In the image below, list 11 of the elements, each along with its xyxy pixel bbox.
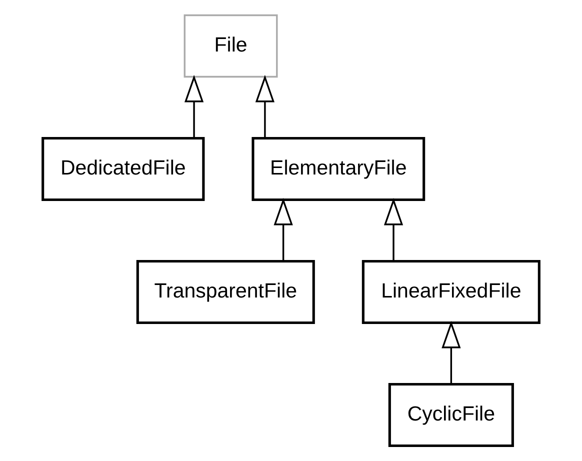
node-box: LinearFixedFile bbox=[362, 260, 540, 324]
arrow bbox=[384, 198, 404, 261]
node-box: ElementaryFile bbox=[252, 136, 426, 202]
arrow bbox=[184, 74, 204, 138]
node-box: File bbox=[184, 14, 278, 78]
arrow bbox=[274, 198, 293, 261]
arrow bbox=[255, 74, 275, 138]
node-box: TransparentFile bbox=[136, 260, 315, 324]
node-box: DedicatedFile bbox=[42, 136, 205, 202]
arrow bbox=[442, 320, 461, 384]
node-box: CyclicFile bbox=[388, 382, 514, 448]
